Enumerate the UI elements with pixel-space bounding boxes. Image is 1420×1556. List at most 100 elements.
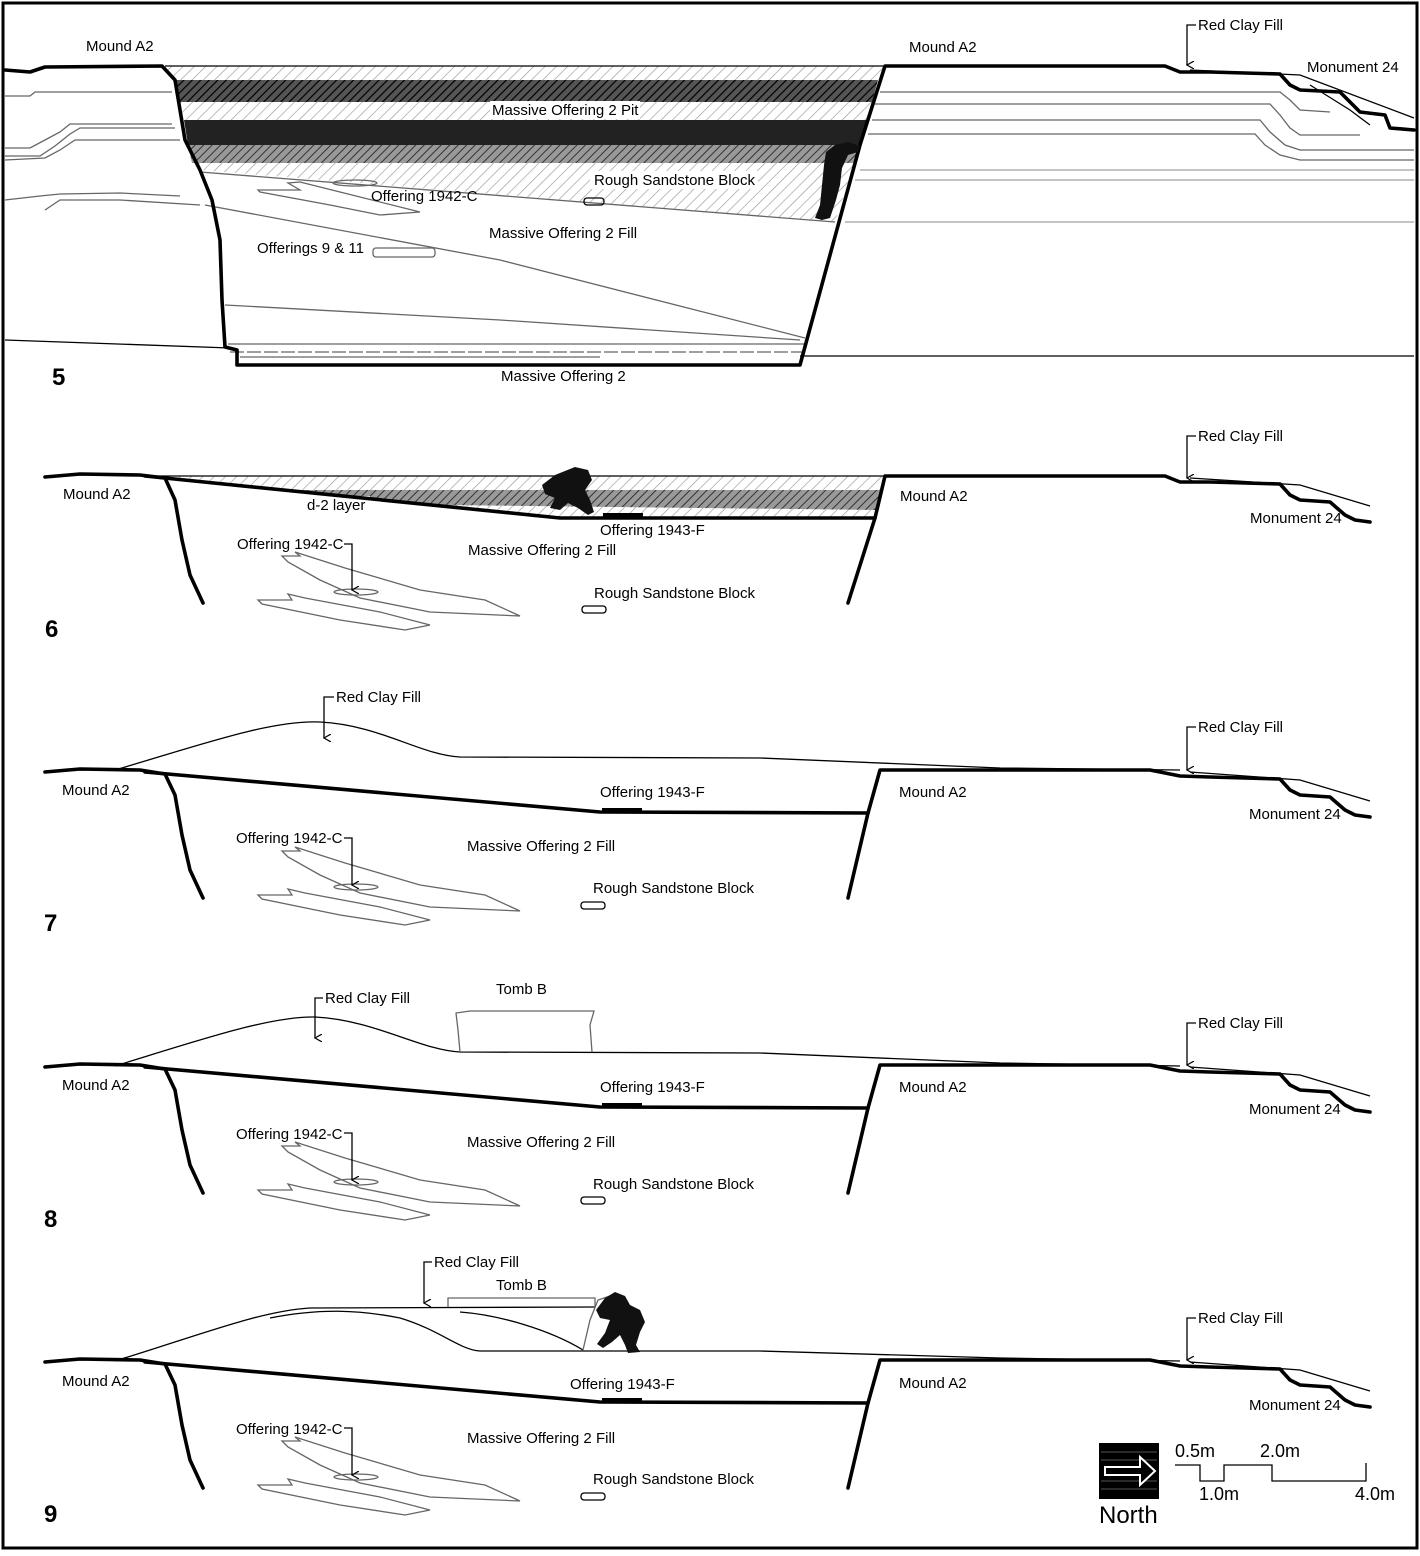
offerings-9-11-label: Offerings 9 & 11 — [257, 240, 364, 257]
red-clay-fill-top-leader — [315, 997, 323, 1038]
offering-1942c-ellipse — [333, 588, 379, 596]
offering-1942c-leader — [344, 543, 352, 590]
tomb-b-top-line — [114, 1306, 596, 1362]
rough-sandstone-block — [583, 197, 605, 206]
panel-6: Red Clay Fill Mound A2 Mound A2 d-2 laye… — [43, 428, 1372, 643]
red-clay-fill-leader — [1187, 1317, 1196, 1360]
tomb-b-outline — [447, 1297, 596, 1307]
excavator-silhouette — [542, 467, 594, 515]
red-clay-fill-line — [1189, 1361, 1371, 1392]
red-clay-fill-top-label: Red Clay Fill — [434, 1254, 519, 1271]
offering-1942c-ellipse — [333, 883, 379, 891]
red-clay-fill-label: Red Clay Fill — [1198, 428, 1283, 445]
stratum-line — [868, 133, 1414, 161]
block-label-bg — [590, 171, 758, 189]
mound-left-profile — [43, 1062, 205, 1195]
stratum-line — [875, 103, 1360, 136]
fill-label: Massive Offering 2 Fill — [467, 838, 615, 855]
offering-1943f-bar — [602, 1103, 642, 1108]
fill-label: Massive Offering 2 Fill — [467, 1134, 615, 1151]
red-clay-fill-line — [1189, 477, 1371, 507]
offering-1943f-bar — [603, 513, 643, 518]
panel-number: 6 — [45, 616, 58, 643]
pit-label: Massive Offering 2 Pit — [492, 102, 639, 119]
mound-a2-right-label: Mound A2 — [899, 1079, 967, 1096]
stratum-line — [4, 139, 180, 161]
red-clay-fill-label: Red Clay Fill — [1198, 17, 1283, 34]
rough-sandstone-block — [580, 901, 606, 910]
red-clay-fill-line — [1189, 69, 1415, 119]
mound-a2-left-label: Mound A2 — [62, 782, 130, 799]
scale-bar — [1175, 1463, 1367, 1482]
rough-sandstone-block — [581, 605, 607, 614]
pit-floor-profile — [143, 770, 870, 815]
offering-1942c-shape — [256, 592, 431, 631]
section-profile — [3, 64, 1416, 367]
d2-layer-hatch-lower — [440, 505, 877, 518]
offering-1942c-ellipse — [333, 1178, 379, 1186]
stratum-line — [44, 199, 201, 211]
offering-1942c-leader — [344, 837, 352, 885]
north-label: North — [1099, 1502, 1158, 1529]
offering-1943f-bar — [602, 808, 642, 813]
red-clay-fill-top-label: Red Clay Fill — [325, 990, 410, 1007]
offering-1942c-shape — [280, 1141, 521, 1207]
rough-sandstone-block — [580, 1492, 606, 1501]
offering-1942c-leader — [344, 1427, 352, 1475]
mound-a2-right-label: Mound A2 — [909, 39, 977, 56]
red-clay-fill-mound-line — [269, 1310, 1181, 1362]
panel-7: Red Clay Fill Red Clay Fill Mound A2 Off… — [43, 689, 1372, 937]
stratum-line — [5, 127, 175, 157]
offering-1943f-label: Offering 1943-F — [600, 522, 705, 539]
stratum-line — [880, 91, 1331, 113]
excavator-silhouette — [815, 142, 860, 220]
mound-a2-right-label: Mound A2 — [900, 488, 968, 505]
offering-1942c-label: Offering 1942-C — [236, 1421, 343, 1438]
panel-number: 7 — [44, 910, 57, 937]
panel-9: Red Clay Fill Tomb B Red Clay Fill Mound… — [43, 1254, 1372, 1528]
red-clay-fill-label: Red Clay Fill — [1198, 719, 1283, 736]
offering-1942c-ellipse — [332, 179, 378, 187]
fill-line — [199, 171, 836, 223]
pit-label-bg — [490, 101, 640, 119]
red-clay-fill-mound-line — [114, 1016, 1181, 1067]
monument-24-label: Monument 24 — [1249, 1397, 1341, 1414]
d2-label-bg — [304, 496, 370, 514]
mound-a2-left-label: Mound A2 — [62, 1077, 130, 1094]
rough-block-label: Rough Sandstone Block — [594, 585, 755, 602]
stratum-line — [872, 119, 1414, 151]
mound-a2-left-label: Mound A2 — [86, 38, 154, 55]
d2-layer-label: d-2 layer — [307, 497, 365, 514]
mound-left-profile — [43, 1357, 205, 1490]
offering-1942c-label: Offering 1942-C — [237, 536, 344, 553]
offering-1942c-shape — [256, 1182, 431, 1221]
pit-floor-profile — [143, 1360, 870, 1405]
mound-a2-left-label: Mound A2 — [62, 1373, 130, 1390]
rough-block-label: Rough Sandstone Block — [593, 880, 754, 897]
pit-layer-black — [184, 120, 867, 145]
red-clay-fill-mound-line — [114, 721, 1181, 771]
monument-24-label: Monument 24 — [1250, 510, 1342, 527]
scale-label-4-0m: 4.0m — [1355, 1484, 1395, 1504]
offering-1943f-bar — [602, 1398, 642, 1403]
fill-label: Massive Offering 2 Fill — [468, 542, 616, 559]
offering-1943f-label: Offering 1943-F — [570, 1376, 675, 1393]
offering-1943f-label: Offering 1943-F — [600, 1079, 705, 1096]
offering-1942c-ellipse — [333, 1473, 379, 1481]
pit-layer-upper — [165, 66, 885, 80]
offering-1942c-shape — [256, 1477, 431, 1516]
rough-block-label: Rough Sandstone Block — [594, 172, 755, 189]
excavator-silhouette — [596, 1292, 645, 1353]
mound-a2-right-label: Mound A2 — [899, 784, 967, 801]
panel-8: Tomb B Red Clay Fill Red Clay Fill Mound… — [43, 981, 1372, 1233]
red-clay-fill-leader — [1187, 1022, 1196, 1065]
monument-24-label: Monument 24 — [1307, 59, 1399, 76]
pit-layer-mid — [188, 145, 860, 163]
fill-label: Massive Offering 2 Fill — [489, 225, 637, 242]
massive-offering-label: Massive Offering 2 — [501, 368, 626, 385]
arrow-right-icon — [1099, 1443, 1159, 1499]
stratum-line — [4, 192, 181, 201]
mound-a2-left-label: Mound A2 — [63, 486, 131, 503]
tomb-b-slope-line — [459, 1311, 584, 1351]
